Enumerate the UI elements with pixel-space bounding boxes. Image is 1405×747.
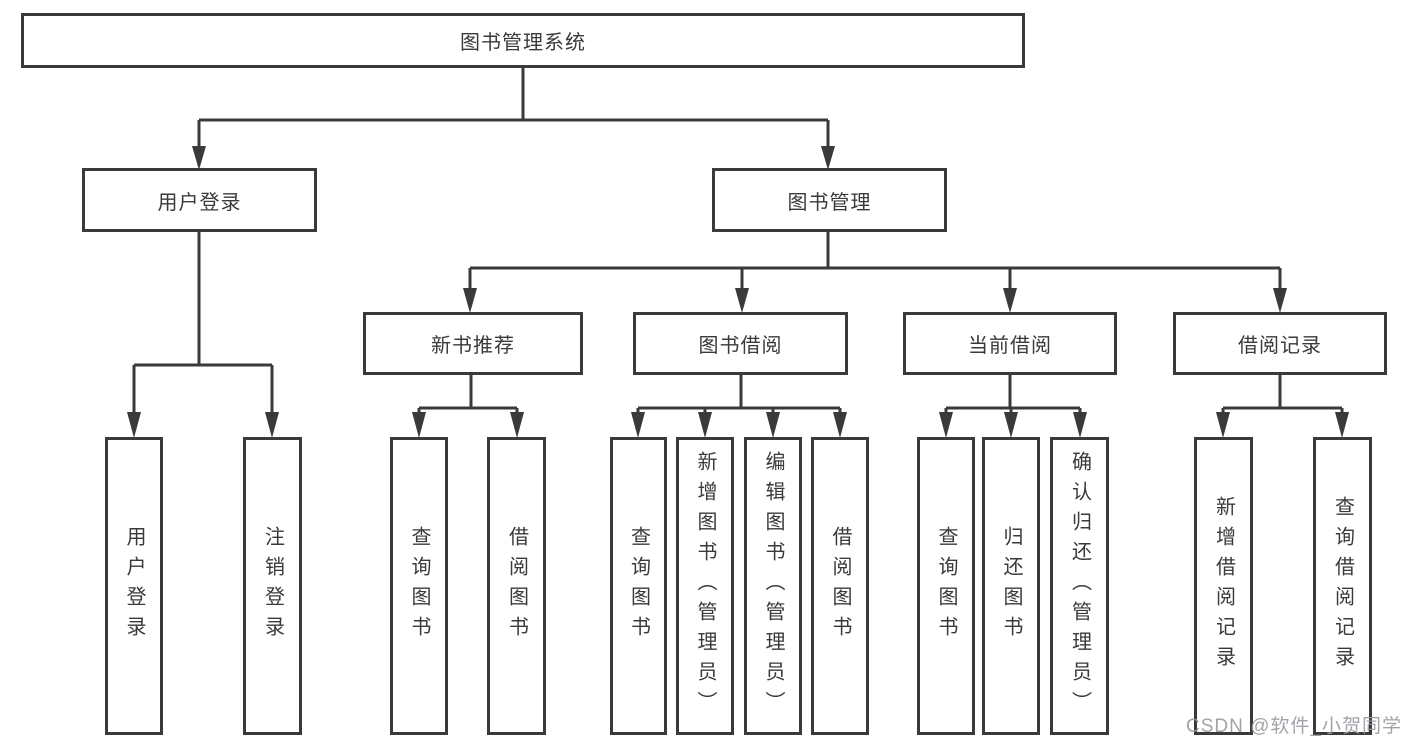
- node-current-borrow: 当前借阅: [903, 312, 1117, 375]
- leaf-query-books-1: 查询图书: [390, 437, 448, 735]
- leaf-query-books-3: 查询图书: [917, 437, 975, 735]
- node-user-login: 用户登录: [82, 168, 317, 232]
- leaf-return-book: 归还图书: [982, 437, 1040, 735]
- node-book-management: 图书管理: [712, 168, 947, 232]
- leaf-borrow-books-2: 借阅图书: [811, 437, 869, 735]
- leaf-confirm-return-admin: 确认归还（管理员）: [1050, 437, 1109, 735]
- leaf-add-book-admin: 新增图书（管理员）: [676, 437, 734, 735]
- leaf-query-books-2: 查询图书: [610, 437, 667, 735]
- leaf-borrow-books-1: 借阅图书: [487, 437, 546, 735]
- node-new-book-recommend: 新书推荐: [363, 312, 583, 375]
- leaf-user-login: 用户登录: [105, 437, 163, 735]
- leaf-query-borrow-record: 查询借阅记录: [1313, 437, 1372, 735]
- leaf-edit-book-admin: 编辑图书（管理员）: [744, 437, 802, 735]
- node-root: 图书管理系统: [21, 13, 1025, 68]
- node-borrow-records: 借阅记录: [1173, 312, 1387, 375]
- leaf-add-borrow-record: 新增借阅记录: [1194, 437, 1253, 735]
- leaf-logout: 注销登录: [243, 437, 302, 735]
- node-book-borrow: 图书借阅: [633, 312, 848, 375]
- watermark: CSDN @软件_小贺同学: [1186, 716, 1402, 737]
